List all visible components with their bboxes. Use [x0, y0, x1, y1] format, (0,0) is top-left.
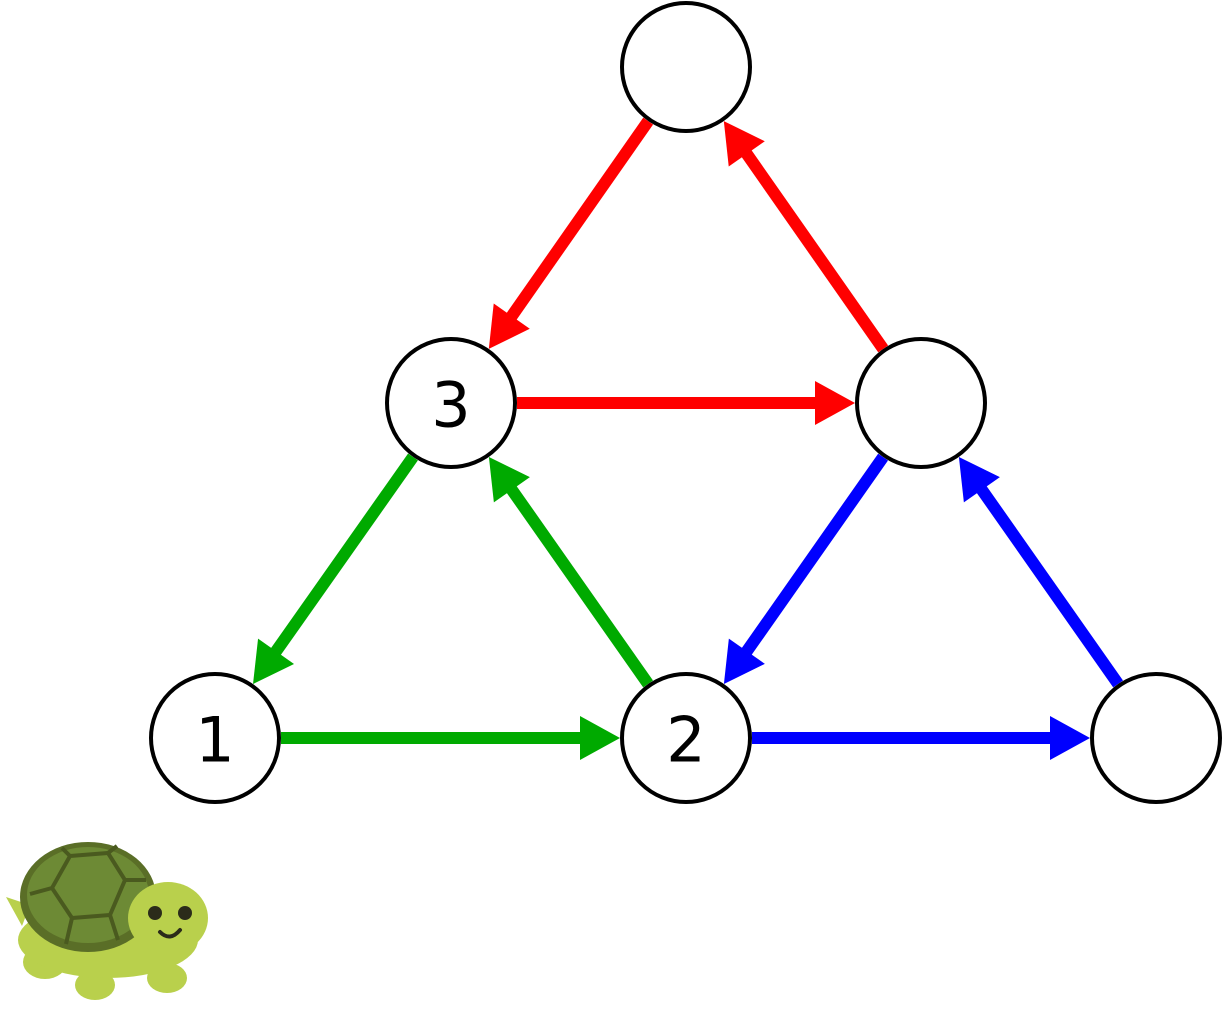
edge-line [505, 484, 654, 688]
node-top [620, 1, 752, 133]
node-label: 2 [666, 704, 705, 777]
arrowhead [815, 381, 855, 425]
node-circle [1090, 672, 1222, 804]
edge-bottom-middle-to-bottom-right [752, 716, 1090, 760]
node-circle [620, 1, 752, 133]
edge-line [740, 453, 889, 657]
arrowhead [723, 638, 765, 684]
edge-bottom-left-to-bottom-middle [281, 716, 620, 760]
node-bottom-right [1090, 672, 1222, 804]
node-bottom-left: 1 [149, 672, 281, 804]
edges-layer [253, 117, 1124, 760]
node-mid-right [855, 337, 987, 469]
edge-line [269, 453, 418, 657]
node-circle [149, 672, 281, 804]
arrowhead [488, 457, 530, 503]
edge-mid-right-to-top [723, 121, 889, 353]
edge-mid-left-to-mid-right [517, 381, 855, 425]
arrowhead [723, 121, 765, 167]
edge-line [975, 484, 1124, 688]
edge-bottom-right-to-mid-right [958, 457, 1124, 688]
nodes-layer: 3 1 2 [149, 1, 1222, 804]
arrowhead [488, 303, 530, 349]
arrowhead [253, 638, 295, 685]
arrowhead [1050, 716, 1090, 760]
node-label: 3 [431, 369, 470, 442]
edge-top-to-mid-left [488, 117, 654, 349]
node-circle [855, 337, 987, 469]
edge-line [505, 117, 654, 322]
edge-mid-right-to-bottom-middle [723, 453, 889, 684]
node-circle [385, 337, 517, 469]
edge-bottom-middle-to-mid-left [488, 457, 654, 688]
turtle-icon [6, 842, 208, 1000]
node-bottom-middle: 2 [620, 672, 752, 804]
arrowhead [958, 457, 1000, 503]
node-label: 1 [195, 704, 234, 777]
arrowhead [580, 716, 620, 760]
node-circle [620, 672, 752, 804]
edge-line [740, 148, 889, 353]
node-mid-left: 3 [385, 337, 517, 469]
edge-mid-left-to-bottom-left [253, 453, 418, 685]
